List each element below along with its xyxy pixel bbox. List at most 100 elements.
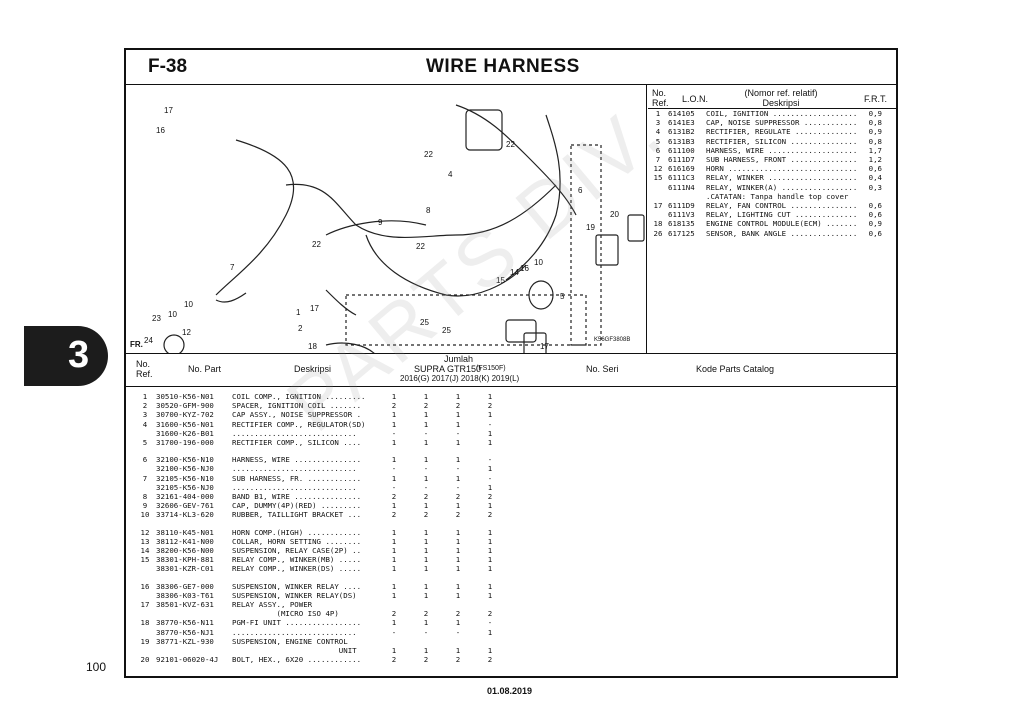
part-qty: 1 — [423, 646, 429, 656]
ref-no: 17 — [653, 201, 663, 211]
part-qty: 1 — [391, 555, 397, 565]
callout: 20 — [610, 210, 619, 219]
callout: 1 — [296, 308, 301, 317]
list-header-years: 2016(G) 2017(J) 2018(K) 2019(L) — [400, 374, 520, 383]
part-qty: 1 — [455, 618, 461, 628]
part-row: 31600-K26-B01...........................… — [134, 429, 506, 438]
part-desc: PGM-FI UNIT ................. — [232, 618, 362, 628]
part-desc: HARNESS, WIRE ............... — [232, 455, 362, 465]
part-qty: 1 — [487, 646, 493, 656]
part-part: 32161-404-000 — [156, 492, 214, 502]
callout: 16 — [520, 264, 529, 273]
part-qty: 1 — [455, 536, 461, 546]
part-qty: 1 — [487, 627, 493, 637]
part-desc: BAND B1, WIRE ............... — [232, 492, 362, 502]
ref-frt: 0,9 — [868, 127, 882, 137]
part-no: 20 — [140, 655, 150, 665]
part-qty: 1 — [487, 464, 493, 474]
part-qty: 1 — [423, 527, 429, 537]
ref-lon: 616169 — [668, 164, 695, 174]
part-qty: 1 — [391, 590, 397, 600]
callout: 7 — [230, 263, 235, 272]
part-desc: HORN COMP.(HIGH) ............ — [232, 527, 362, 537]
part-part: 38200-K56-N00 — [156, 546, 214, 556]
ref-header-desc: (Nomor ref. relatif) Deskripsi — [744, 88, 818, 108]
part-qty: 2 — [423, 492, 429, 502]
part-no: 2 — [142, 401, 148, 411]
part-qty: 1 — [391, 564, 397, 574]
part-row: 32105-K56-NJ0...........................… — [134, 483, 506, 492]
list-header-catalog: Kode Parts Catalog — [696, 364, 775, 374]
part-qty: 2 — [391, 510, 397, 520]
part-no — [134, 646, 156, 655]
ref-frt: 0,4 — [868, 173, 882, 183]
part-no: 6 — [142, 455, 148, 465]
part-qty: 2 — [487, 609, 493, 619]
part-part: 38771-KZL-930 — [156, 636, 214, 646]
part-qty: 1 — [391, 392, 397, 401]
part-qty: 1 — [455, 581, 461, 591]
part-desc: COIL COMP., IGNITION ......... — [232, 392, 366, 401]
part-no — [134, 483, 156, 492]
part-qty: 1 — [423, 546, 429, 556]
ref-frt: 1,2 — [868, 155, 882, 165]
ref-desc: HARNESS, WIRE .................... — [706, 145, 858, 155]
part-no: 1 — [142, 392, 148, 401]
part-no: 15 — [140, 555, 150, 565]
part-part: 92101-06020-4J — [156, 655, 219, 665]
callout: 17 — [540, 342, 549, 351]
ref-no: 6 — [655, 145, 661, 155]
part-qty: 1 — [487, 501, 493, 511]
part-desc: SPACER, IGNITION COIL ....... — [232, 401, 362, 411]
part-no — [134, 591, 156, 600]
part-qty — [442, 637, 474, 646]
list-header-no: No. Ref. — [136, 359, 153, 379]
ref-desc: .CATATAN: Tanpa handle top cover — [706, 191, 849, 201]
part-qty: 2 — [391, 655, 397, 665]
part-desc: ............................ — [232, 627, 357, 637]
ref-frt: 0,8 — [868, 118, 882, 128]
part-part: 30520-GFM-900 — [156, 401, 214, 411]
wire-harness-drawing: 17 16 7 10 10 23 12 24 13 1 2 3 18 17 22… — [130, 104, 645, 353]
part-qty: - — [487, 419, 493, 429]
callout: 22 — [312, 240, 321, 249]
ref-no: 26 — [653, 228, 663, 238]
ref-desc: RELAY, FAN CONTROL ............... — [706, 201, 858, 211]
part-part: 31600-K56-N01 — [156, 419, 214, 429]
callout: 4 — [448, 170, 453, 179]
callout: 19 — [586, 223, 595, 232]
ref-lon: 6131B2 — [668, 127, 695, 137]
part-row: 38770-K56-NJ1...........................… — [134, 628, 506, 637]
part-qty — [378, 637, 410, 646]
callout: 22 — [506, 140, 515, 149]
part-desc: RUBBER, TAILLIGHT BRACKET ... — [232, 510, 362, 520]
part-part: 38770-K56-N11 — [156, 618, 214, 628]
part-qty — [474, 637, 506, 646]
part-part: 38110-K45-N01 — [156, 527, 214, 537]
part-qty: - — [487, 455, 493, 465]
part-qty: 1 — [391, 410, 397, 420]
part-qty — [410, 600, 442, 609]
ref-header-lon: L.O.N. — [682, 94, 709, 104]
part-no — [134, 464, 156, 473]
callout: 22 — [424, 150, 433, 159]
part-no: 3 — [142, 410, 148, 420]
figure-code: K56GF3808B — [594, 337, 631, 343]
part-no: 7 — [142, 473, 148, 483]
callout: 10 — [184, 300, 193, 309]
part-qty: - — [423, 482, 429, 492]
ref-desc: RECTIFIER, SILICON ............... — [706, 136, 858, 146]
